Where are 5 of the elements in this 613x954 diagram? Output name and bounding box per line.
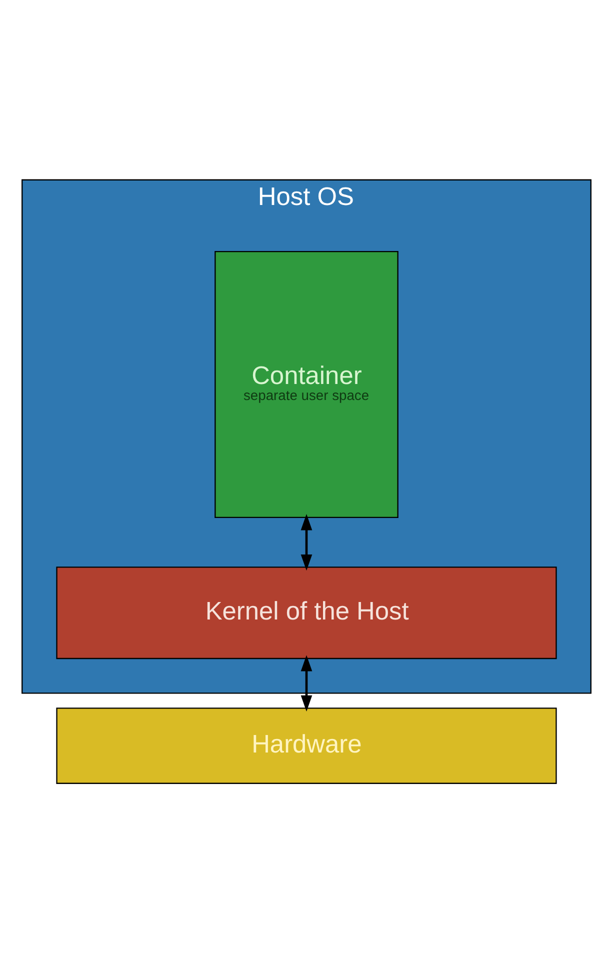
node-box: Kernel of the Host (56, 566, 557, 660)
node-box: Hardware (56, 708, 557, 784)
arrow (300, 655, 312, 712)
node-box: Container separate user space (214, 250, 398, 518)
arrow (300, 514, 312, 571)
